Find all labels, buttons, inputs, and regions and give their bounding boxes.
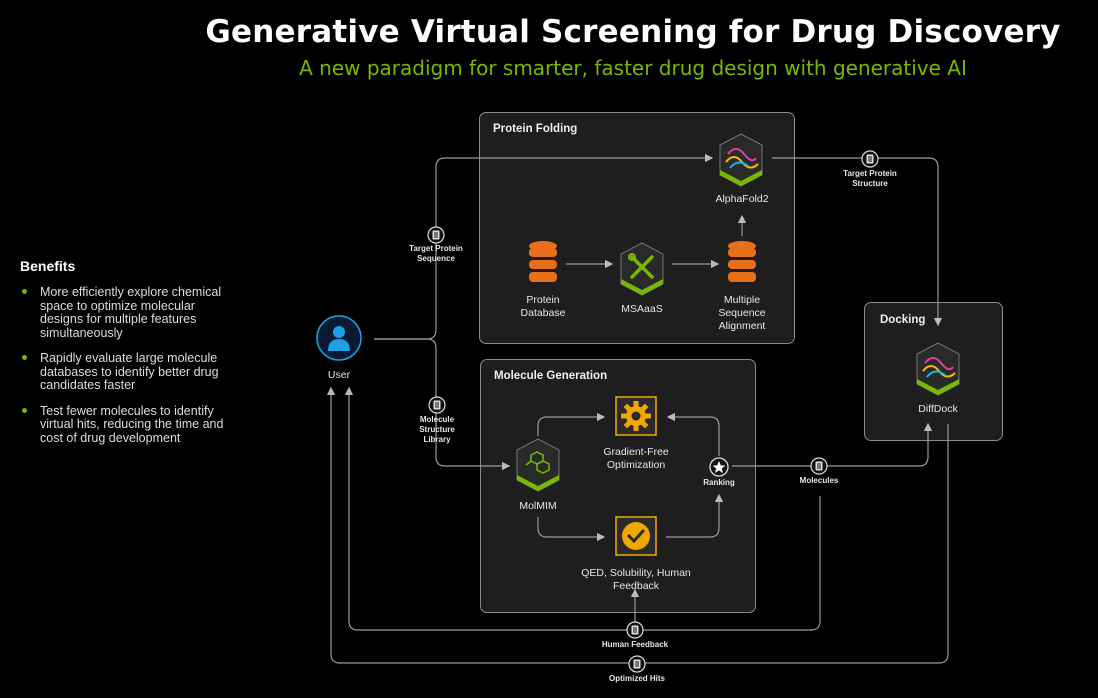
gradient-free-label: Gradient-Free Optimization	[603, 446, 669, 471]
page-subtitle: A new paradigm for smarter, faster drug …	[299, 56, 967, 80]
qed-label: QED, Solubility, Human Feedback	[581, 567, 691, 592]
panel-title: Docking	[880, 314, 926, 326]
msa-database-icon[interactable]	[727, 240, 757, 284]
alphafold2-protein-cube-icon[interactable]	[718, 132, 764, 188]
bullet-icon	[22, 289, 27, 294]
msaaas-label: MSAaaS	[621, 303, 663, 315]
edge-molecules-to-user-feedback	[344, 386, 821, 631]
edge-alphafold-to-diffdock	[772, 157, 943, 327]
gear-icon[interactable]	[615, 396, 657, 436]
alphafold2-label: AlphaFold2	[715, 193, 769, 205]
target-protein-structure-label: Target Protein Structure	[843, 169, 897, 188]
edge-molmim-to-qed	[537, 517, 606, 542]
document-icon	[628, 655, 646, 673]
page-title: Generative Virtual Screening for Drug Di…	[205, 14, 1061, 50]
benefit-text: More efficiently explore chemical space …	[40, 285, 222, 340]
document-icon	[626, 621, 644, 639]
benefit-item: Test fewer molecules to identify virtual…	[20, 403, 230, 446]
msa-label: Multiple Sequence Alignment	[718, 294, 766, 332]
molmim-molecule-cube-icon[interactable]	[515, 437, 561, 493]
benefits-section: Benefits More efficiently explore chemic…	[20, 258, 230, 457]
diffdock-label: DiffDock	[918, 403, 958, 415]
document-icon	[428, 396, 446, 414]
checkmark-icon[interactable]	[615, 516, 657, 556]
panel-title: Molecule Generation	[494, 370, 608, 382]
target-protein-sequence-label: Target Protein Sequence	[409, 244, 463, 263]
benefits-list: More efficiently explore chemical space …	[20, 285, 230, 446]
panel-title: Protein Folding	[493, 123, 578, 135]
edge-molmim-to-gradient	[537, 412, 606, 436]
molecule-structure-library-label: Molecule Structure Library	[419, 415, 455, 444]
protein-database-label: Protein Database	[520, 294, 566, 319]
document-icon	[427, 226, 445, 244]
edge-qed-to-ranking	[666, 493, 724, 538]
molecules-label: Molecules	[799, 476, 839, 485]
edge-ranking-to-gradient	[666, 412, 720, 456]
msaaas-tools-cube-icon[interactable]	[619, 241, 665, 297]
ranking-label: Ranking	[703, 478, 735, 487]
user-label: User	[327, 369, 351, 381]
edge-ranking-to-diffdock	[732, 422, 933, 467]
benefit-text: Test fewer molecules to identify virtual…	[40, 403, 224, 445]
document-icon	[810, 457, 828, 475]
bullet-icon	[22, 407, 27, 413]
benefit-item: More efficiently explore chemical space …	[20, 285, 230, 340]
user-icon[interactable]	[316, 315, 362, 361]
optimized-hits-label: Optimized Hits	[608, 674, 665, 683]
human-feedback-label: Human Feedback	[601, 640, 669, 649]
edge-user-to-alphafold	[374, 153, 714, 340]
diffdock-protein-cube-icon[interactable]	[915, 341, 961, 397]
ranking-star-icon[interactable]	[709, 457, 729, 477]
benefit-text: Rapidly evaluate large molecule database…	[40, 351, 219, 392]
molmim-label: MolMIM	[519, 500, 557, 512]
benefit-item: Rapidly evaluate large molecule database…	[20, 351, 230, 393]
document-icon	[861, 150, 879, 168]
bullet-icon	[22, 355, 27, 360]
benefits-heading: Benefits	[20, 258, 76, 274]
protein-database-icon[interactable]	[528, 240, 558, 284]
